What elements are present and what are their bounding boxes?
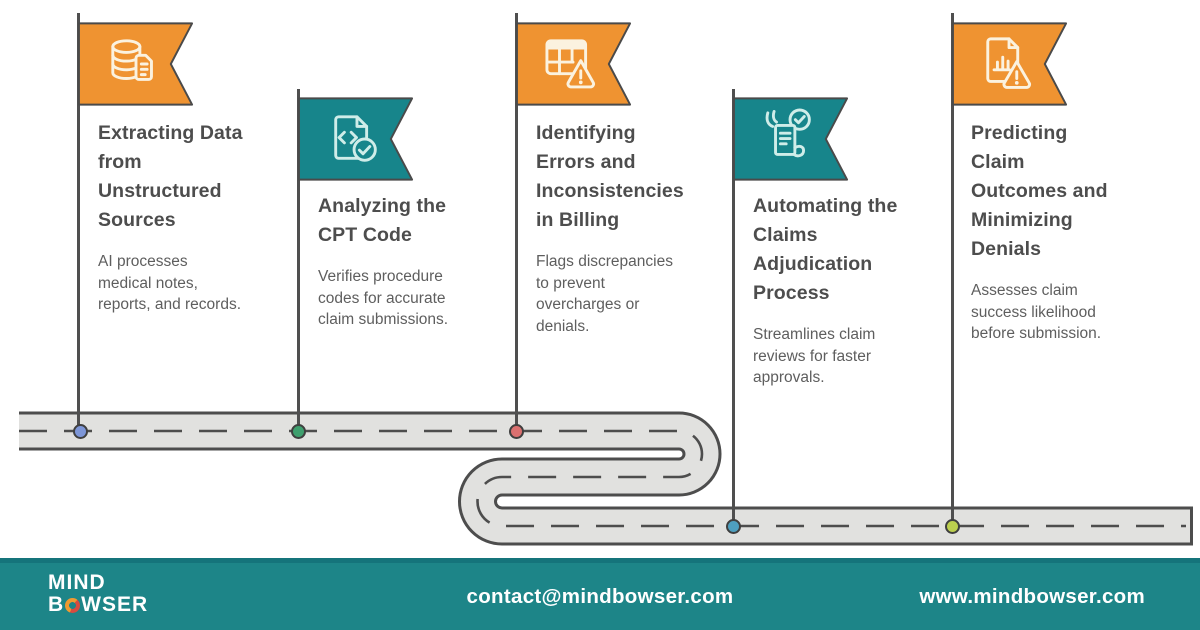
step-5-title: Predicting Claim Outcomes and Minimizing… bbox=[971, 122, 1108, 260]
flag-banner bbox=[516, 22, 632, 106]
step-4-title: Automating the Claims Adjudication Proce… bbox=[753, 195, 898, 304]
flag-4 bbox=[733, 97, 849, 181]
logo-text-b: B bbox=[48, 593, 65, 616]
logo-text-bowser: B WSER bbox=[48, 594, 148, 616]
step-5-text: Predicting Claim Outcomes and Minimizing… bbox=[971, 119, 1159, 345]
flag-3 bbox=[516, 22, 632, 106]
flag-1 bbox=[78, 22, 194, 106]
step-1-text: Extracting Data from Unstructured Source… bbox=[98, 119, 286, 316]
logo-text-mind: MIND bbox=[48, 571, 106, 594]
contact-email-link[interactable]: contact@mindbowser.com bbox=[466, 584, 734, 608]
logo-swirl-o-icon bbox=[65, 597, 81, 613]
road-center-dashes bbox=[19, 429, 1186, 528]
milestone-dot-3 bbox=[508, 423, 524, 439]
flag-pole-3 bbox=[514, 13, 518, 431]
flag-pole-2 bbox=[296, 89, 300, 431]
step-1-description: AI processes medical notes, reports, and… bbox=[98, 253, 242, 313]
prediction-chart-warning-icon bbox=[986, 37, 1031, 89]
code-document-check-icon bbox=[334, 115, 377, 162]
step-3-text: Identifying Errors and Inconsistencies i… bbox=[536, 119, 724, 337]
flag-5 bbox=[952, 22, 1068, 106]
milestone-dot-4 bbox=[725, 518, 741, 534]
step-2-text: Analyzing the CPT Code Verifies procedur… bbox=[318, 192, 506, 331]
footer-bar: MIND B WSER contact@mindbowser.com www.mi… bbox=[0, 558, 1200, 630]
step-4-description: Streamlines claim reviews for faster app… bbox=[753, 326, 876, 386]
milestone-dot-1 bbox=[72, 423, 88, 439]
step-3-title: Identifying Errors and Inconsistencies i… bbox=[536, 122, 684, 231]
claims-hands-document-check-icon bbox=[765, 108, 811, 158]
milestone-dot-2 bbox=[290, 423, 306, 439]
database-document-icon bbox=[111, 39, 153, 81]
logo-text-wser: WSER bbox=[81, 593, 149, 616]
road-surface bbox=[19, 414, 1190, 543]
flag-pole-4 bbox=[731, 89, 735, 526]
step-4-text: Automating the Claims Adjudication Proce… bbox=[753, 192, 941, 389]
billing-table-warning-icon bbox=[545, 39, 595, 89]
flag-2 bbox=[298, 97, 414, 181]
step-2-description: Verifies procedure codes for accurate cl… bbox=[318, 268, 449, 328]
step-2-title: Analyzing the CPT Code bbox=[318, 195, 447, 246]
step-1-title: Extracting Data from Unstructured Source… bbox=[98, 122, 243, 231]
step-5-description: Assesses claim success likelihood before… bbox=[971, 282, 1102, 342]
flag-pole-1 bbox=[76, 13, 80, 431]
flag-pole-5 bbox=[950, 13, 954, 526]
milestone-dot-5 bbox=[944, 518, 960, 534]
step-3-description: Flags discrepancies to prevent overcharg… bbox=[536, 253, 673, 335]
website-link[interactable]: www.mindbowser.com bbox=[919, 584, 1145, 608]
mindbowser-logo[interactable]: MIND B WSER bbox=[48, 572, 148, 616]
